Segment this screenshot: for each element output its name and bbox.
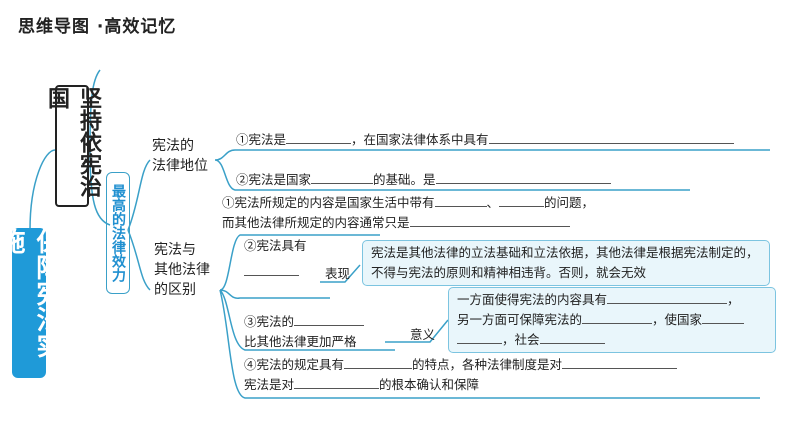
label-line: 的区别 [154,282,196,298]
root-label: 保障宪法实施 [0,228,62,378]
text: 宪法是对 [244,377,295,392]
blank [434,194,487,207]
category-difference: 宪法与其他法律的区别 [154,240,210,300]
blank [344,356,413,369]
blank [607,291,728,304]
text: ③宪法的 [244,314,295,329]
diff-item-2: ②宪法具有 [244,238,307,253]
blank [294,313,365,326]
label-line: 宪法的 [152,138,194,154]
tag-significance: 意义 [410,327,436,342]
tag-manifestation: 表现 [325,266,351,281]
text: ①宪法是 [236,132,287,147]
blank [582,311,653,324]
header-title: 思维导图 ·高效记忆 [18,17,177,37]
text: 一方面使得宪法的内容具有 [457,292,608,307]
blank [244,263,299,276]
blank [286,131,352,144]
text: ①宪法所规定的内容是国家生活中带有 [222,195,435,210]
text: 的特点，各种法律制度是对 [412,357,563,372]
text: 的问题， [544,195,595,210]
text: ④宪法的规定具有 [244,357,345,372]
sub-branch-label: 最高的法律效力 [106,172,130,294]
branch-label: 坚持依宪治国 [44,85,101,207]
label-line: 宪法与 [154,242,196,258]
blank [311,171,374,184]
blank [562,356,678,369]
item-1: ①宪法是 ，在国家法律体系中具有 [236,130,734,150]
label-line: 其他法律 [154,262,210,278]
category-legal-status: 宪法的法律地位 [152,136,208,176]
blank [702,311,745,324]
blank [488,131,734,144]
diff-item-4: ④宪法的规定具有 的特点，各种法律制度是对 宪法是对 的根本确认和保障 [244,355,678,395]
text: ②宪法是国家 [236,172,312,187]
blank [457,331,502,344]
text: 而其他法律所规定的内容通常只是 [222,215,410,230]
text: ，在国家法律体系中具有 [351,132,489,147]
text: 的根本确认和保障 [379,377,480,392]
diff-item-1: ①宪法所规定的内容是国家生活中带有 、 的问题， 而其他法律所规定的内容通常只是 [222,193,594,233]
text: 的基础。是 [373,172,436,187]
note-manifestation: 宪法是其他法律的立法基础和立法依据，其他法律是根据宪法制定的，不得与宪法的原则和… [362,240,770,286]
blank [539,331,605,344]
text: 、 [486,195,500,210]
blank [294,376,380,389]
text: 另一方面可保障宪法的 [457,312,583,327]
item-2: ②宪法是国家 的基础。是 [236,170,611,190]
text: ， [727,292,740,307]
text: ，使国家 [652,312,703,327]
note-significance: 一方面使得宪法的内容具有 ， 另一方面可保障宪法的 ，使国家 ，社会 [448,287,776,353]
text: 比其他法律更加严格 [244,334,357,349]
blank [409,214,570,227]
blank [435,171,611,184]
diff-item-3: ③宪法的比其他法律更加严格 [244,312,365,352]
text: ，社会 [502,332,540,347]
label-line: 法律地位 [152,158,208,174]
blank [499,194,545,207]
